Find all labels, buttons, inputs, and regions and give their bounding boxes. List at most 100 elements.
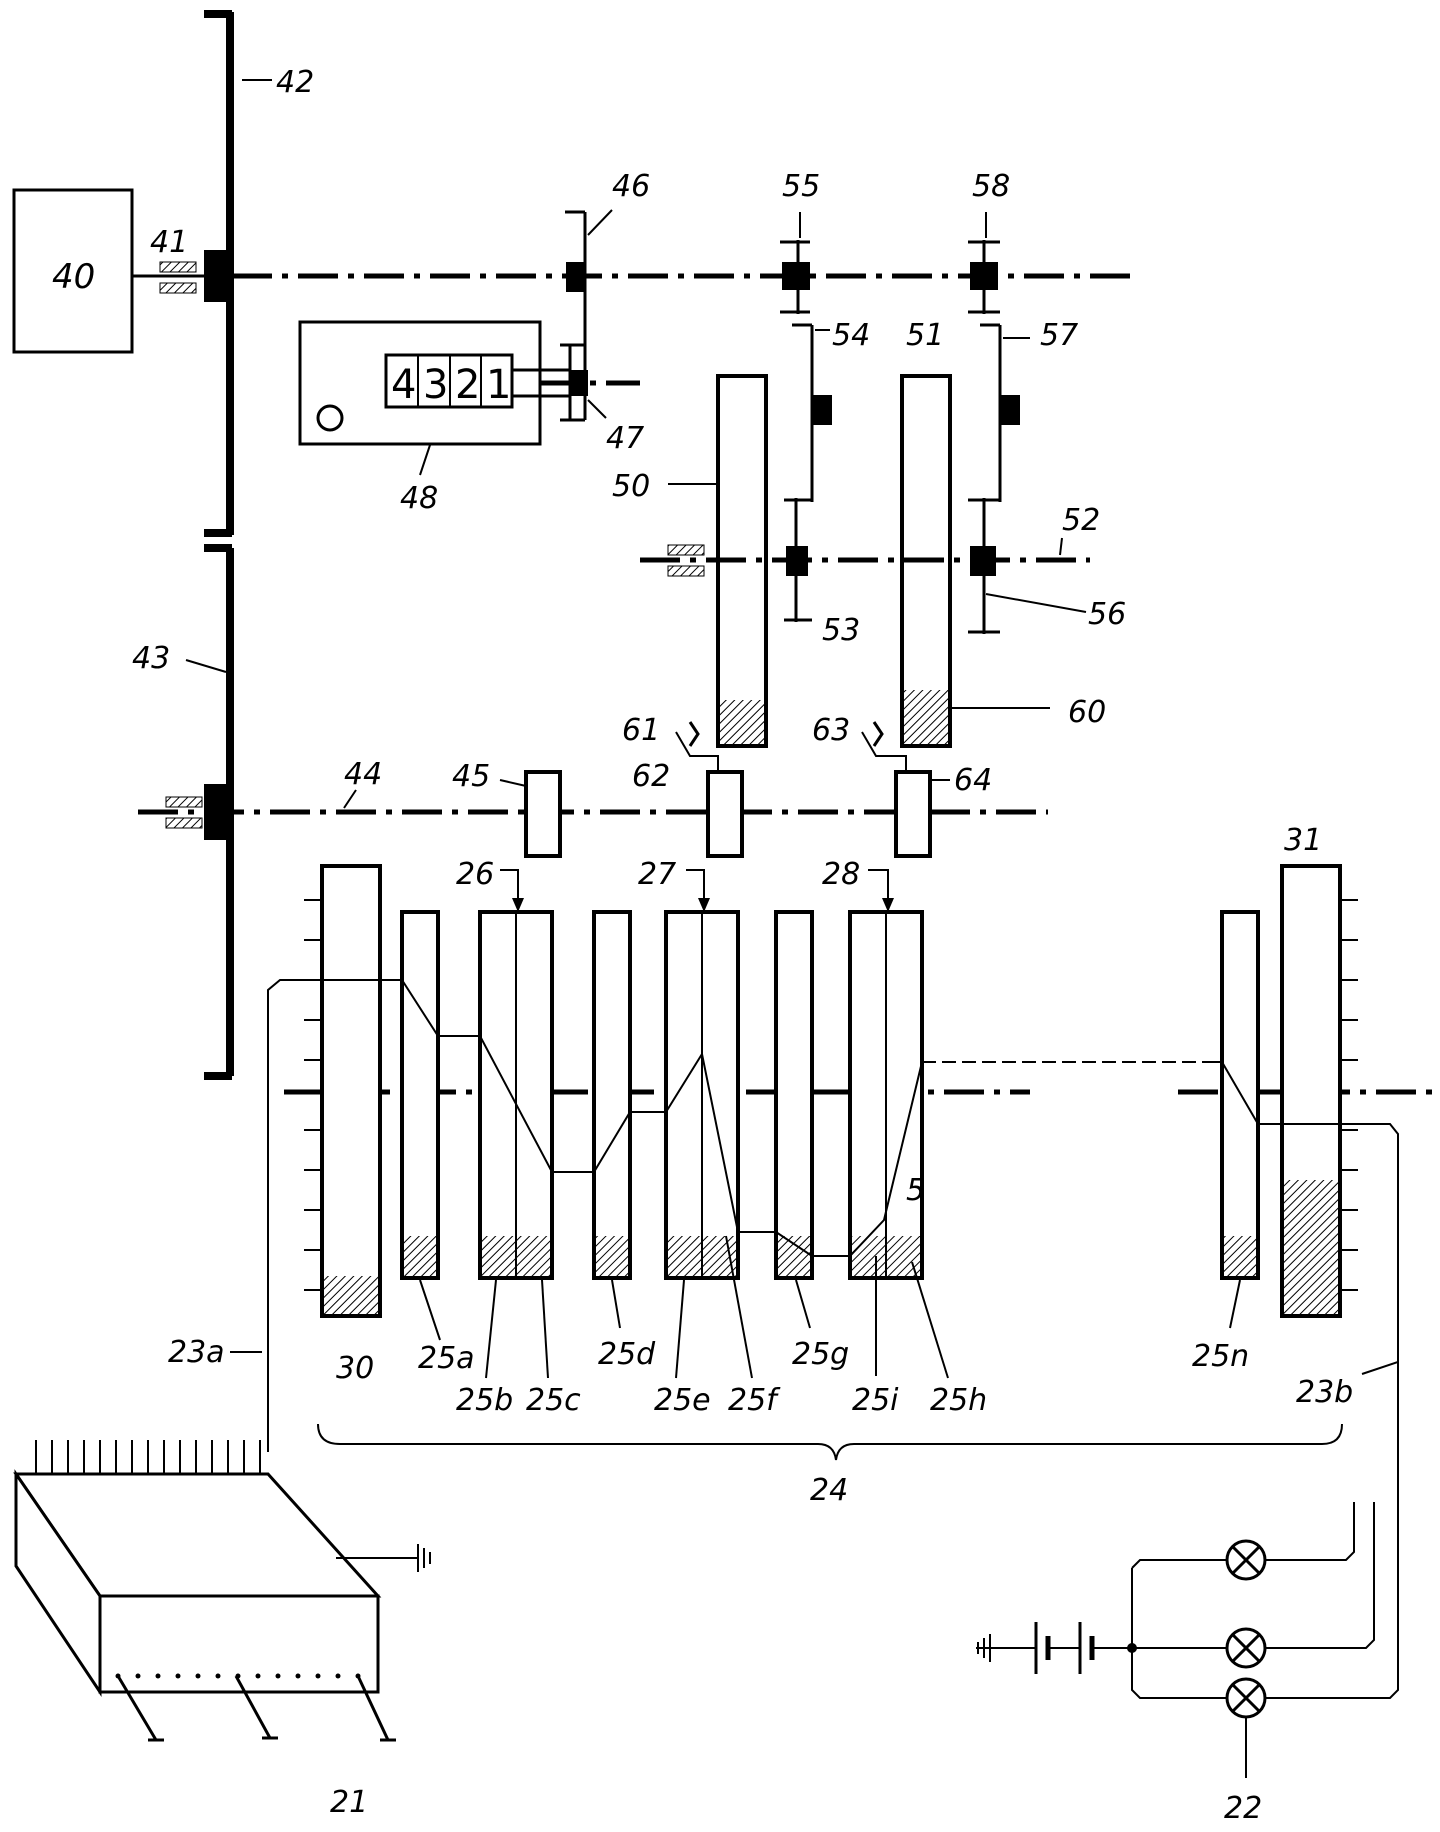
- bearing-44b: [165, 817, 203, 829]
- label-25h: 25h: [930, 1383, 987, 1418]
- label-31: 31: [1284, 823, 1322, 858]
- label-24: 24: [810, 1473, 848, 1508]
- disc-25g: [774, 910, 814, 1280]
- disc-25d: [592, 910, 632, 1280]
- label-57: 57: [1040, 318, 1078, 353]
- label-50: 50: [612, 469, 650, 504]
- label-22: 22: [1224, 1791, 1262, 1826]
- end-wheel-31-ticks: [1340, 899, 1358, 1291]
- label-25i: 25i: [852, 1383, 899, 1418]
- label-43: 43: [132, 641, 170, 676]
- leader-25a: [419, 1279, 441, 1341]
- bearing-41b: [159, 282, 197, 294]
- label-21: 21: [330, 1785, 368, 1820]
- disc-25a: [400, 910, 440, 1280]
- conductor-path-right: [1131, 1061, 1399, 1699]
- label-64: 64: [954, 763, 992, 798]
- bearing-41: [159, 261, 197, 273]
- leader-46: [587, 209, 613, 236]
- label-48: 48: [400, 481, 438, 516]
- feeler-61: [688, 721, 700, 747]
- label-42: 42: [276, 65, 314, 100]
- ground-icon: [417, 1544, 431, 1572]
- counter-digit: 3: [423, 362, 448, 408]
- label-28: 28: [822, 857, 860, 892]
- label-23b: 23b: [1296, 1375, 1353, 1410]
- bearing-52: [667, 544, 705, 556]
- brace-24: [317, 1423, 1343, 1461]
- lamp-branch-1: [1131, 1559, 1226, 1569]
- ground-icon-2: [976, 1634, 1000, 1662]
- label-61: 61: [622, 713, 660, 748]
- battery-icon: [1000, 1622, 1132, 1674]
- leader-47: [587, 399, 607, 419]
- label-52: 52: [1062, 503, 1100, 538]
- label-44: 44: [344, 757, 382, 792]
- pinion-62: [706, 770, 744, 858]
- leader-25h: [911, 1261, 949, 1379]
- label-60: 60: [1068, 695, 1106, 730]
- feeler-63-link: [861, 731, 907, 772]
- label-47: 47: [606, 421, 644, 456]
- drum-50-shade: [720, 700, 764, 744]
- control-unit-legs: [116, 1675, 396, 1742]
- control-unit-pins: [35, 1440, 261, 1474]
- pointer-28: [868, 869, 889, 900]
- disc-25n: [1220, 910, 1260, 1280]
- leader-25n: [1229, 1279, 1241, 1329]
- control-unit-side: [14, 1469, 102, 1697]
- drum-51-shade: [904, 690, 948, 744]
- leader-45: [499, 779, 527, 787]
- disc-25g-shade: [778, 1236, 810, 1276]
- lamp-icon-1: [1225, 1539, 1267, 1581]
- bearing-52b: [667, 565, 705, 577]
- label-53: 53: [822, 613, 860, 648]
- bearing-44: [165, 796, 203, 808]
- pinion-64: [894, 770, 932, 858]
- leader-25b: [485, 1279, 497, 1379]
- leader-25g: [795, 1279, 811, 1329]
- label-25e: 25e: [654, 1383, 711, 1418]
- leader-25e: [675, 1279, 685, 1379]
- gear-55-hub: [782, 262, 810, 290]
- label-51: 51: [906, 318, 944, 353]
- counter-digit: 4: [391, 362, 416, 408]
- leader-23b: [1361, 1361, 1399, 1375]
- label-54: 54: [832, 318, 870, 353]
- counter-reset-knob: [316, 404, 344, 432]
- label-45: 45: [452, 759, 490, 794]
- label-25f: 25f: [728, 1383, 781, 1418]
- end-wheel-30: [320, 864, 382, 1318]
- label-25a: 25a: [418, 1341, 475, 1376]
- end-wheel-30-ticks: [304, 899, 322, 1291]
- disc-25n-shade: [1224, 1236, 1256, 1276]
- label-30: 30: [336, 1351, 374, 1386]
- pinion-45: [524, 770, 562, 858]
- leader-48: [419, 444, 431, 476]
- counter-digit: 1: [486, 362, 511, 408]
- pointer-26: [500, 869, 519, 900]
- label-23a: 23a: [168, 1335, 225, 1370]
- leader-25f: [725, 1235, 753, 1379]
- leader-43: [185, 659, 227, 673]
- label-62: 62: [632, 759, 670, 794]
- lamp-branch-1-out: [1266, 1502, 1355, 1561]
- disc-25d-shade: [596, 1236, 628, 1276]
- label-56: 56: [1088, 597, 1126, 632]
- pointer-28-arrow: [882, 898, 894, 912]
- label-41: 41: [150, 225, 188, 260]
- counter-digit: 2: [455, 362, 480, 408]
- gear-58-hub: [970, 262, 998, 290]
- label-55: 55: [782, 169, 820, 204]
- leader-25c: [541, 1279, 549, 1379]
- leader-52: [1059, 537, 1063, 556]
- label-40: 40: [52, 257, 95, 297]
- label-25b: 25b: [456, 1383, 513, 1418]
- end-wheel-30-shade: [324, 1276, 378, 1314]
- feeler-63: [872, 721, 884, 747]
- label-58: 58: [972, 169, 1010, 204]
- label-63: 63: [812, 713, 850, 748]
- label-26: 26: [456, 857, 494, 892]
- leader-56: [985, 593, 1087, 613]
